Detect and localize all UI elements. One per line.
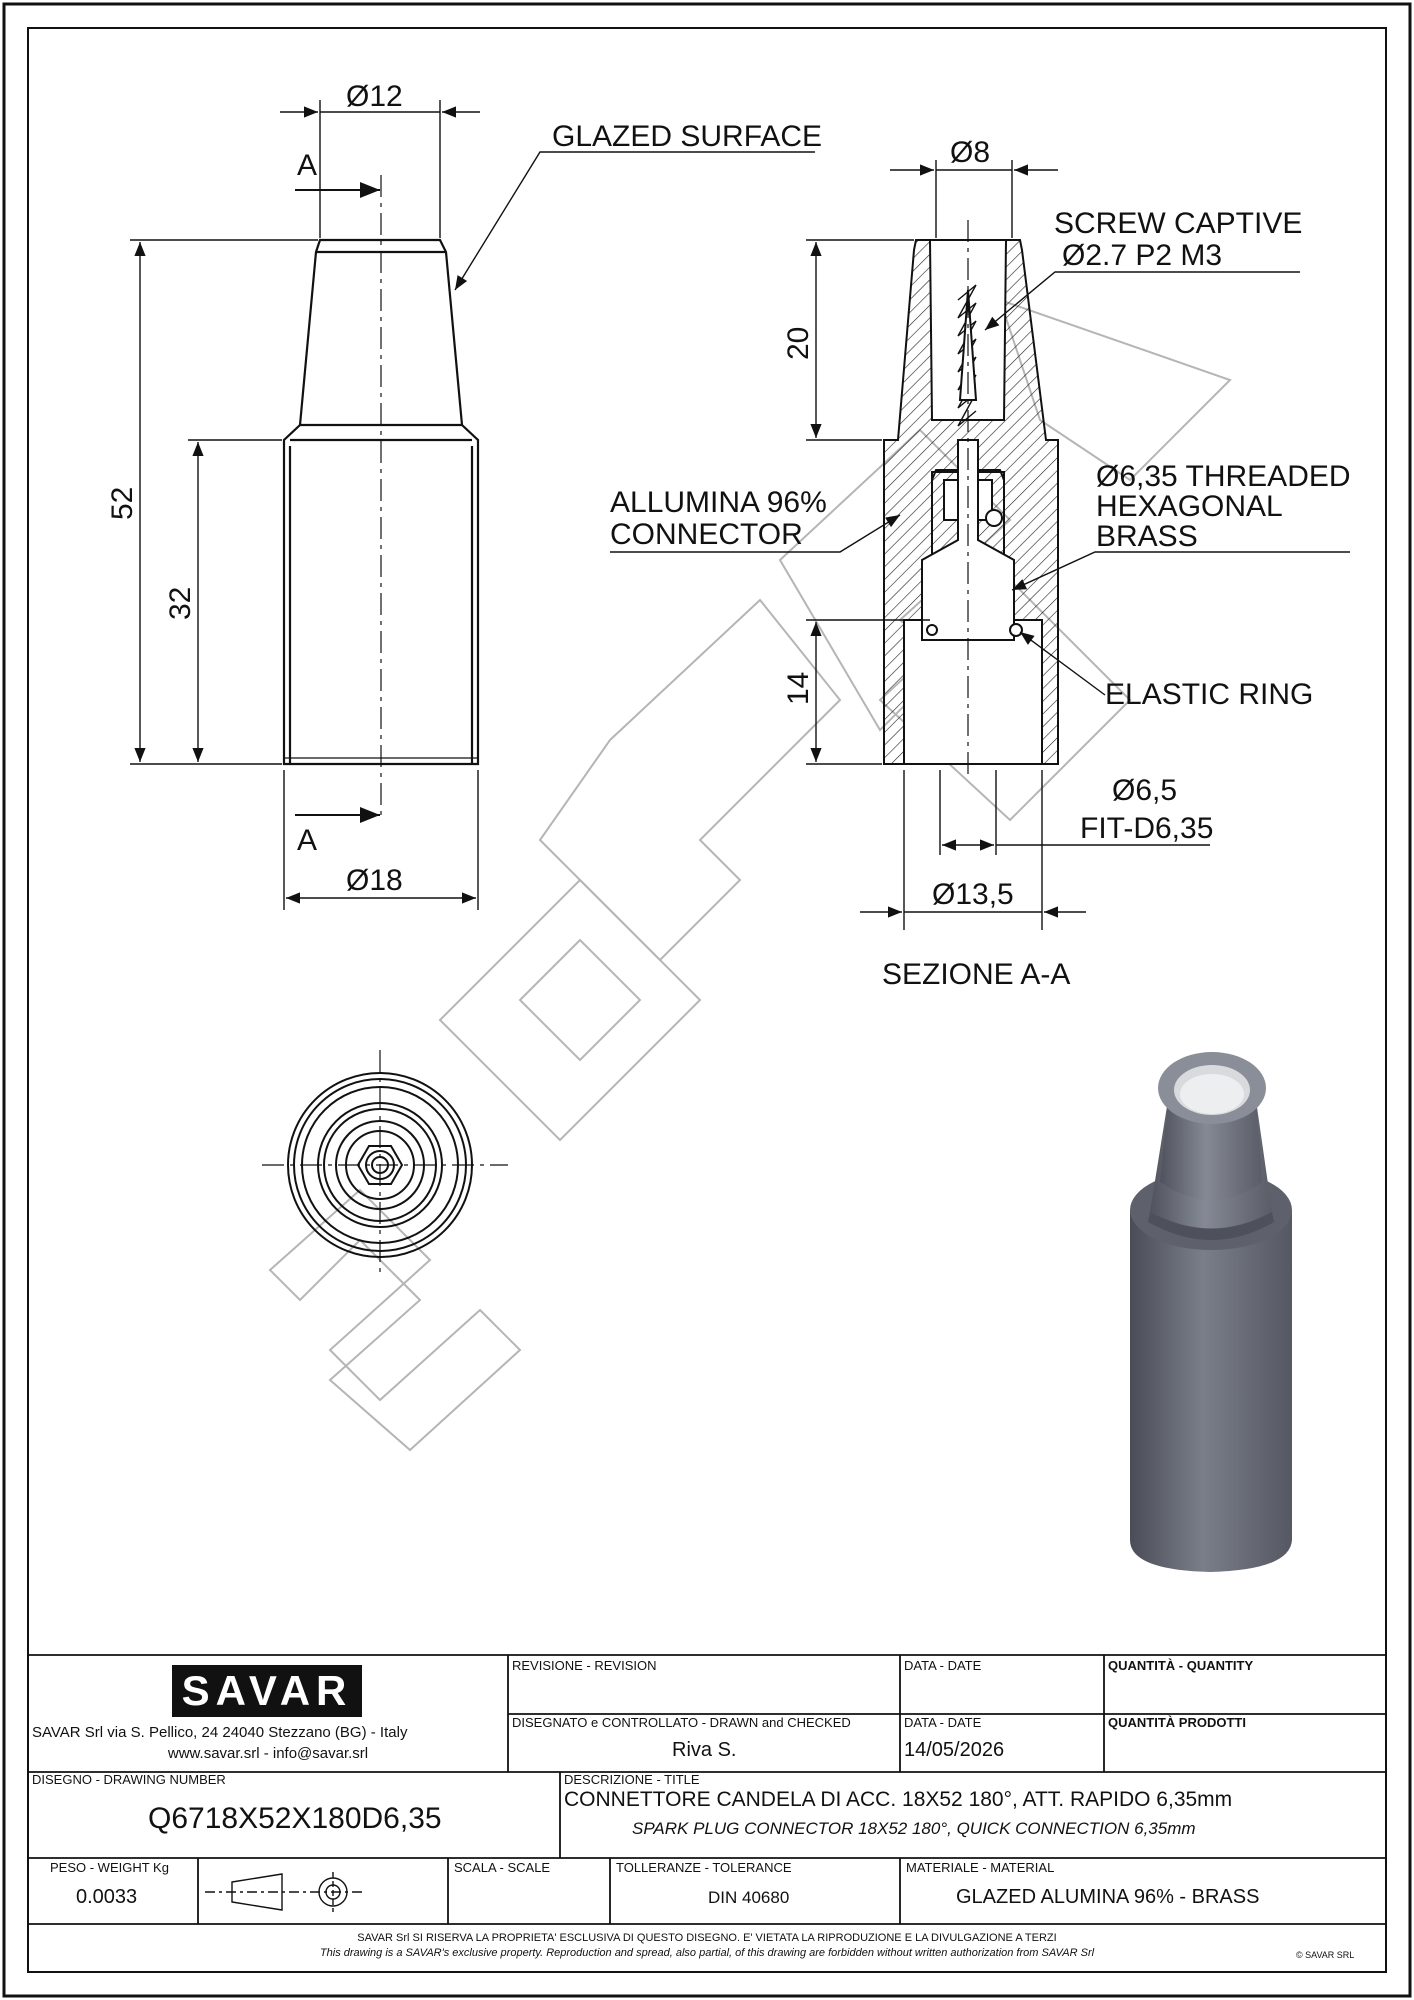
section-mark-bottom: A: [297, 824, 317, 857]
label-elastic-ring: ELASTIC RING: [1105, 678, 1313, 711]
dim-diameter-18: Ø18: [346, 864, 403, 897]
label-screw-captive: SCREW CAPTIVE: [1054, 207, 1302, 240]
projection-symbol-icon: [205, 1872, 362, 1912]
label-allumina-1: ALLUMINA 96%: [610, 486, 827, 519]
drawn-checked-label: DISEGNATO e CONTROLLATO - DRAWN and CHEC…: [512, 1715, 851, 1730]
title-block-lines: [28, 1654, 1386, 1925]
savar-watermark: [268, 298, 1232, 1452]
footer-italian: SAVAR Srl SI RISERVA LA PROPRIETA' ESCLU…: [357, 1932, 1056, 1944]
dim-length-20: 20: [782, 327, 815, 360]
front-dimension-lines: [130, 100, 815, 910]
section-mark-top: A: [297, 149, 317, 182]
dim-length-52: 52: [106, 487, 139, 520]
label-threaded-2: HEXAGONAL: [1096, 490, 1283, 523]
inner-border: [27, 27, 1387, 1973]
section-dimension-lines: [610, 160, 1350, 930]
label-allumina-2: CONNECTOR: [610, 518, 803, 551]
drawing-number: Q6718X52X180D6,35: [148, 1802, 442, 1835]
drawn-checked-value: Riva S.: [672, 1739, 736, 1761]
svg-text:SAVAR: SAVAR: [182, 1667, 353, 1714]
tolerance-value: DIN 40680: [708, 1888, 789, 1907]
weight-label: PESO - WEIGHT Kg: [50, 1860, 169, 1875]
dim-diameter-13-5: Ø13,5: [932, 878, 1014, 911]
section-view: [883, 239, 1059, 765]
label-threaded-1: Ø6,35 THREADED: [1096, 460, 1351, 493]
dim-length-14: 14: [782, 672, 815, 705]
date-label-1: DATA - DATE: [904, 1658, 982, 1673]
dim-fit: FIT-D6,35: [1080, 812, 1213, 845]
company-web: www.savar.srl - info@savar.srl: [167, 1745, 368, 1762]
date-label-2: DATA - DATE: [904, 1715, 982, 1730]
label-glazed-surface: GLAZED SURFACE: [552, 120, 822, 153]
dim-diameter-12: Ø12: [346, 80, 403, 113]
tolerance-label: TOLLERANZE - TOLERANCE: [616, 1860, 792, 1875]
end-view: [262, 1050, 508, 1275]
scale-label: SCALA - SCALE: [454, 1860, 550, 1875]
material-label: MATERIALE - MATERIAL: [906, 1860, 1054, 1875]
section-cut-arrows: [295, 182, 380, 823]
savar-logo: SAVAR: [172, 1665, 362, 1717]
section-title: SEZIONE A-A: [882, 958, 1070, 991]
copyright-mark: © SAVAR SRL: [1296, 1950, 1354, 1960]
label-screw-spec: Ø2.7 P2 M3: [1062, 239, 1222, 272]
footer-english: This drawing is a SAVAR's exclusive prop…: [320, 1947, 1095, 1959]
revision-label: REVISIONE - REVISION: [512, 1658, 656, 1673]
material-value: GLAZED ALUMINA 96% - BRASS: [956, 1886, 1259, 1908]
title-english: SPARK PLUG CONNECTOR 18X52 180°, QUICK C…: [632, 1819, 1196, 1838]
weight-value: 0.0033: [76, 1886, 137, 1908]
quantity-products-label: QUANTITÀ PRODOTTI: [1108, 1715, 1246, 1730]
dim-diameter-8: Ø8: [950, 136, 990, 169]
dim-length-32: 32: [164, 587, 197, 620]
date-value: 14/05/2026: [904, 1739, 1004, 1761]
label-threaded-3: BRASS: [1096, 520, 1198, 553]
title-italian: CONNETTORE CANDELA DI ACC. 18X52 180°, A…: [564, 1788, 1232, 1811]
drawing-number-label: DISEGNO - DRAWING NUMBER: [32, 1772, 226, 1787]
3d-render: [1130, 1052, 1292, 1572]
dim-diameter-6-5: Ø6,5: [1112, 774, 1177, 807]
quantity-label: QUANTITÀ - QUANTITY: [1108, 1658, 1253, 1673]
description-label: DESCRIZIONE - TITLE: [564, 1772, 700, 1787]
company-address: SAVAR Srl via S. Pellico, 24 24040 Stezz…: [32, 1724, 408, 1741]
